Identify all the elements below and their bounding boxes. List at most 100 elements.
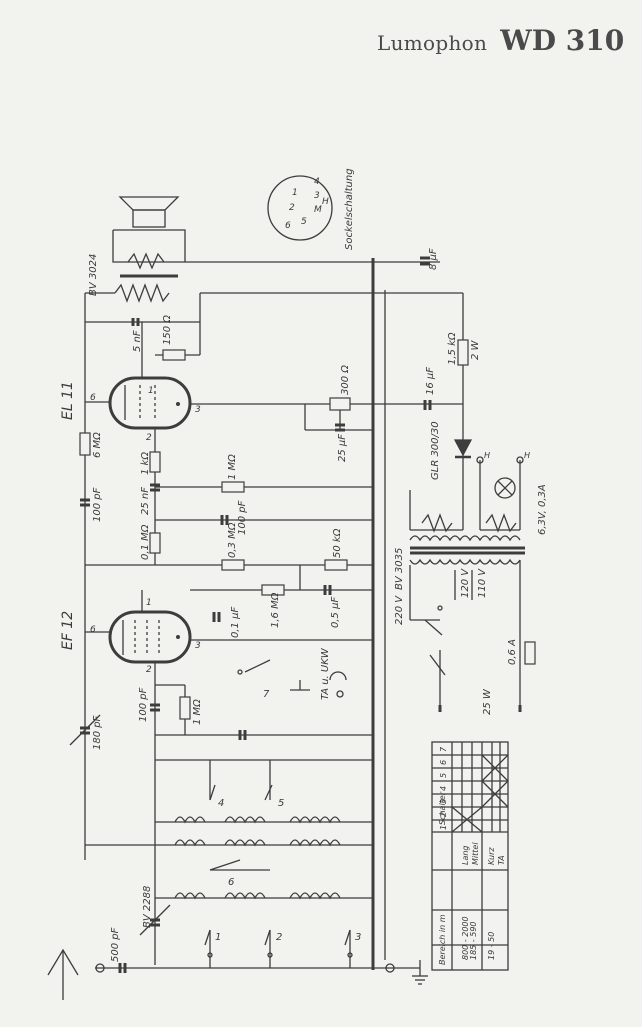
label-ta-ukw: TA u. UKW xyxy=(320,647,331,700)
ef12-pin-2: 2 xyxy=(146,665,152,675)
resistor-1m-a xyxy=(221,481,245,493)
table-col-5: 5 xyxy=(439,773,448,778)
tube-ef12: EF 12 6 1 3 2 xyxy=(60,598,201,675)
label-25nf: 25 nF xyxy=(140,487,151,515)
ef12-pin-1: 1 xyxy=(146,598,152,608)
label-2w: 2 W xyxy=(470,339,481,360)
table-col-7: 7 xyxy=(439,746,448,752)
label-h2: H xyxy=(524,451,530,460)
socket-pin-1: 1 xyxy=(292,188,298,198)
resistor-1m-b xyxy=(179,696,191,720)
switch-2-label: 2 xyxy=(276,932,282,943)
speaker-icon xyxy=(112,196,186,303)
table-head-range: Bereich in m xyxy=(438,914,447,965)
resistor-6m xyxy=(79,432,91,456)
resistor-50k xyxy=(324,559,348,571)
label-16uf: 16 µF xyxy=(425,367,436,395)
socket-pin-m: M xyxy=(314,205,322,215)
label-50kohm: 50 kΩ xyxy=(332,528,343,558)
switch-4-label: 4 xyxy=(218,798,224,809)
switch-3-label: 3 xyxy=(355,932,361,943)
switch-table: Bereich in m Schalter 800 - 2000 185 - 5… xyxy=(431,741,509,971)
component-labels: BV 3024 5 nF 150 Ω 6 MΩ 100 pF 1 kΩ 25 n… xyxy=(88,248,548,962)
socket-pin-5: 5 xyxy=(301,217,307,227)
label-01mohm: 0,1 MΩ xyxy=(140,524,151,560)
socket-pin-4: 4 xyxy=(314,177,320,187)
label-300ohm: 300 Ω xyxy=(340,365,351,395)
label-1kohm: 1 kΩ xyxy=(140,452,151,475)
table-col-6: 6 xyxy=(439,760,448,765)
socket-pin-6: 6 xyxy=(285,221,291,231)
label-glr: GLR 300/30 xyxy=(430,421,441,480)
label-fuse: 0,6 A xyxy=(507,639,518,665)
resistor-15k xyxy=(457,339,469,366)
coils xyxy=(174,816,341,900)
table-range-1: 185 - 590 xyxy=(469,921,478,960)
resistor-1k xyxy=(149,451,161,473)
table-band-3: TA xyxy=(497,855,506,865)
el11-pin-2: 2 xyxy=(146,433,152,443)
label-h1: H xyxy=(484,451,490,460)
ef12-pin-3: 3 xyxy=(195,641,201,651)
el11-pin-1: 1 xyxy=(148,386,154,396)
label-6mohm: 6 MΩ xyxy=(92,432,103,458)
label-180pf: 180 pF xyxy=(92,715,103,750)
label-16mohm: 1,6 MΩ xyxy=(270,592,281,628)
label-100pf-a: 100 pF xyxy=(92,487,103,522)
tube-el11: EL 11 6 1 3 2 xyxy=(60,376,201,443)
table-band-2: Kurz xyxy=(487,847,496,865)
socket-label: Sockelschaltung xyxy=(344,168,355,250)
label-110v: 110 V xyxy=(477,568,488,598)
switch-1-label: 1 xyxy=(215,932,221,943)
label-bv3035: BV 3035 xyxy=(394,548,405,590)
pilot-lamp xyxy=(494,477,516,499)
tube-ef12-label: EF 12 xyxy=(60,611,76,650)
brand-name: Lumophon xyxy=(377,31,488,55)
table-range-2: 19 - 50 xyxy=(487,932,496,960)
label-1mohm-b: 1 MΩ xyxy=(192,699,203,725)
label-100pf-c: 100 pF xyxy=(138,687,149,722)
label-220v: 220 V xyxy=(394,595,405,625)
label-01uf: 0,1 µF xyxy=(230,607,241,638)
socket-diagram: 1 2 3 4 5 6 M H Sockelschaltung xyxy=(267,168,355,250)
table-band-0: Lang xyxy=(461,845,470,865)
psu-res-1 xyxy=(421,513,453,533)
label-25uf: 25 µF xyxy=(337,434,348,462)
label-1mohm-a: 1 MΩ xyxy=(227,454,238,480)
resistor-01m xyxy=(149,532,161,554)
switch-5-label: 5 xyxy=(278,798,284,809)
label-lamp: 6,3V, 0,3A xyxy=(537,484,548,535)
label-5nf: 5 nF xyxy=(132,330,143,352)
switch-7-label: 7 xyxy=(263,689,270,700)
capacitors xyxy=(69,256,432,973)
el11-pin-6: 6 xyxy=(90,393,96,403)
table-col-1: 1 xyxy=(439,825,448,830)
resistor-16m xyxy=(261,584,285,596)
socket-pin-h: H xyxy=(322,197,329,207)
label-bv2288: BV 2288 xyxy=(142,886,153,928)
resistors xyxy=(79,339,536,720)
label-120v: 120 V xyxy=(460,568,471,598)
el11-pin-3: 3 xyxy=(195,405,201,415)
resistor-300 xyxy=(329,397,351,411)
label-500pf: 500 pF xyxy=(110,927,121,962)
resistor-150 xyxy=(162,349,186,361)
label-150ohm: 150 Ω xyxy=(162,315,173,345)
table-col-3: 3 xyxy=(439,799,448,804)
table-head-switch: Schalter xyxy=(438,791,447,825)
power-transformer xyxy=(409,439,525,565)
resistor-03m xyxy=(221,559,245,571)
socket-pin-3: 3 xyxy=(314,191,320,201)
ef12-pin-6: 6 xyxy=(90,625,96,635)
fuse xyxy=(524,641,536,665)
table-band-1: Mittel xyxy=(471,842,480,865)
page-title: Lumophon WD 310 xyxy=(377,24,624,57)
model-name: WD 310 xyxy=(500,24,625,57)
table-col-2: 2 xyxy=(439,812,448,817)
label-25w: 25 W xyxy=(482,688,493,715)
tube-el11-label: EL 11 xyxy=(60,381,76,420)
label-03mohm: 0,3 MΩ xyxy=(227,522,238,558)
table-range-0: 800 - 2000 xyxy=(461,916,470,960)
